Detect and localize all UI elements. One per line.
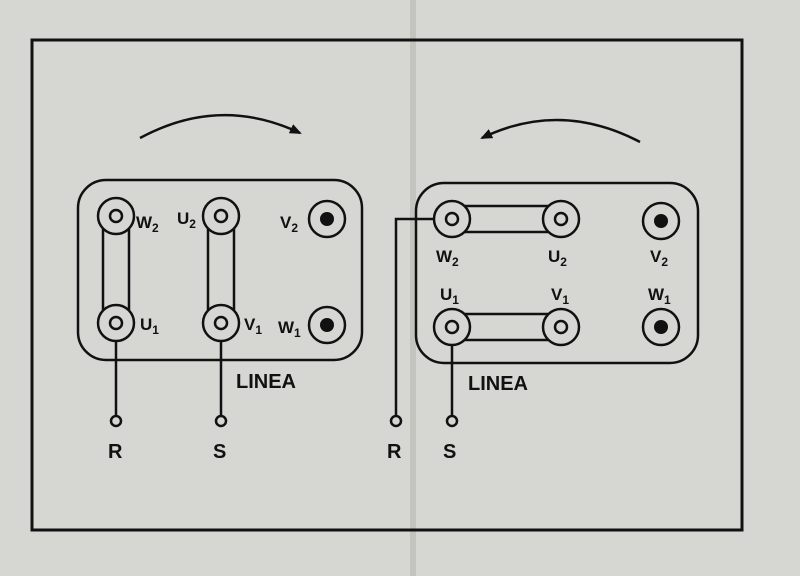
terminal-u2: [201, 196, 241, 236]
label-v1: V1: [551, 285, 569, 307]
lead-label-s: S: [213, 441, 226, 463]
lead-terminal-s: [214, 414, 228, 428]
label-u1: U1: [440, 285, 459, 307]
terminal-u2: [541, 199, 581, 239]
lead-label-r: R: [387, 441, 402, 463]
line-label: LINEA: [236, 371, 296, 393]
terminal-u1: [96, 303, 136, 343]
label-v1: V1: [244, 315, 262, 337]
terminal-u1: [432, 307, 472, 347]
terminal-w1: [307, 305, 347, 345]
outer-border: [30, 38, 744, 532]
label-w1: W1: [278, 318, 301, 340]
lead-wire-r: [394, 217, 434, 415]
terminal-v1: [201, 303, 241, 343]
lead-terminal-r: [389, 414, 403, 428]
label-v2: V2: [650, 247, 668, 269]
lead-label-r: R: [108, 441, 123, 463]
lead-label-s: S: [443, 441, 456, 463]
rotation-arrow-clockwise: [139, 114, 302, 140]
label-u1: U1: [140, 315, 159, 337]
paper-fold: [410, 0, 416, 576]
label-v2: V2: [280, 213, 298, 235]
label-w2: W2: [436, 247, 459, 269]
terminal-w1: [641, 307, 681, 347]
lead-terminal-r: [109, 414, 123, 428]
rotation-arrow-counterclockwise: [480, 118, 641, 144]
label-w2: W2: [136, 213, 159, 235]
terminal-box: [414, 181, 700, 365]
terminal-w2: [96, 196, 136, 236]
terminal-v2: [307, 199, 347, 239]
label-u2: U2: [548, 247, 567, 269]
lead-terminal-s: [445, 414, 459, 428]
line-label: LINEA: [468, 373, 528, 395]
label-u2: U2: [177, 209, 196, 231]
terminal-v2: [641, 201, 681, 241]
label-w1: W1: [648, 285, 671, 307]
right-panel: W2 U2 V2 U1 V1 W1 LINEA R S: [387, 118, 700, 463]
terminal-w2: [432, 199, 472, 239]
terminal-v1: [541, 307, 581, 347]
left-panel: W2 U2 V2 U1 V1 W1 LINEA R S: [76, 114, 364, 463]
